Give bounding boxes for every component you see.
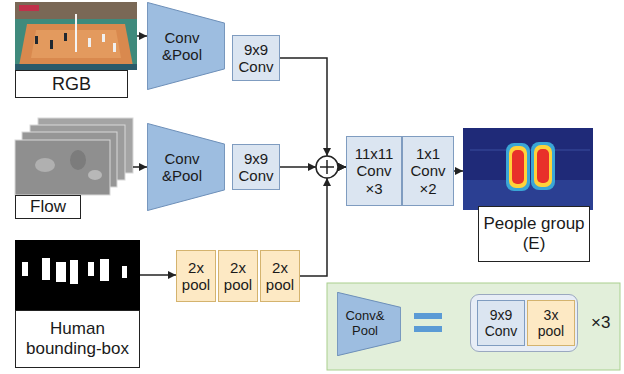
heatmap-image [463,128,593,210]
node-text: 2x pool [222,259,254,294]
output-image: People group (E) [463,128,593,262]
encoder-trapezoid: Conv &Pool [147,123,225,211]
node-text: 2x pool [264,259,296,294]
encoder-trapezoid: Conv& Pool [337,292,401,356]
conv-box: 1x1 Conv ×2 [402,136,454,206]
node-text: Human bounding-box [22,319,134,358]
input-image: Human bounding-box [15,240,140,368]
repeat-group: ×39x9 Conv3x pool [470,294,578,352]
rgb-frame-image [15,2,137,70]
image-label-box: RGB [15,70,128,98]
encoder-trapezoid: Conv &Pool [147,2,225,90]
conv-box: 11x11 Conv ×3 [346,136,402,206]
pool-box: 2x pool [218,250,258,302]
arrow-connector [137,35,147,37]
node-text: 9x9 Conv [236,41,276,76]
node-text: Conv &Pool [158,150,206,185]
node-text: 3x pool [531,307,571,339]
image-label-box: Human bounding-box [15,310,140,368]
node-text: Conv &Pool [158,29,206,64]
node-text: RGB [52,74,91,95]
definition-panel [327,283,620,370]
pool-box: 2x pool [260,250,300,302]
arrow-connector [454,170,463,172]
node-text: 2x pool [180,259,212,294]
pool-box: 3x pool [527,300,575,346]
arrow-connector [300,167,346,276]
repeat-count: ×3 [591,313,610,333]
arrow-connector [140,274,176,276]
conv-box: 9x9 Conv [232,144,280,190]
equals-sign [414,313,442,332]
node-text: Flow [30,197,66,217]
node-text: 9x9 Conv [481,307,521,339]
conv-box: 9x9 Conv [477,300,525,346]
node-text: People group (E) [482,214,586,253]
bounding-box-mask-image [15,240,140,310]
input-image: Flow [15,118,133,216]
node-text: 11x11 Conv ×3 [351,145,397,197]
node-text: 1x1 Conv ×2 [407,145,449,197]
arrow-connector [280,58,346,167]
arrow-connector [133,166,147,168]
pool-box: 2x pool [176,250,216,302]
image-label-box: Flow [15,195,81,219]
image-label-box: People group (E) [478,206,590,262]
node-text: Conv& Pool [344,309,386,339]
conv-box: 9x9 Conv [232,35,280,81]
flow-frames-image [15,118,133,195]
node-text: 9x9 Conv [236,150,276,185]
input-image: RGB [15,2,137,98]
